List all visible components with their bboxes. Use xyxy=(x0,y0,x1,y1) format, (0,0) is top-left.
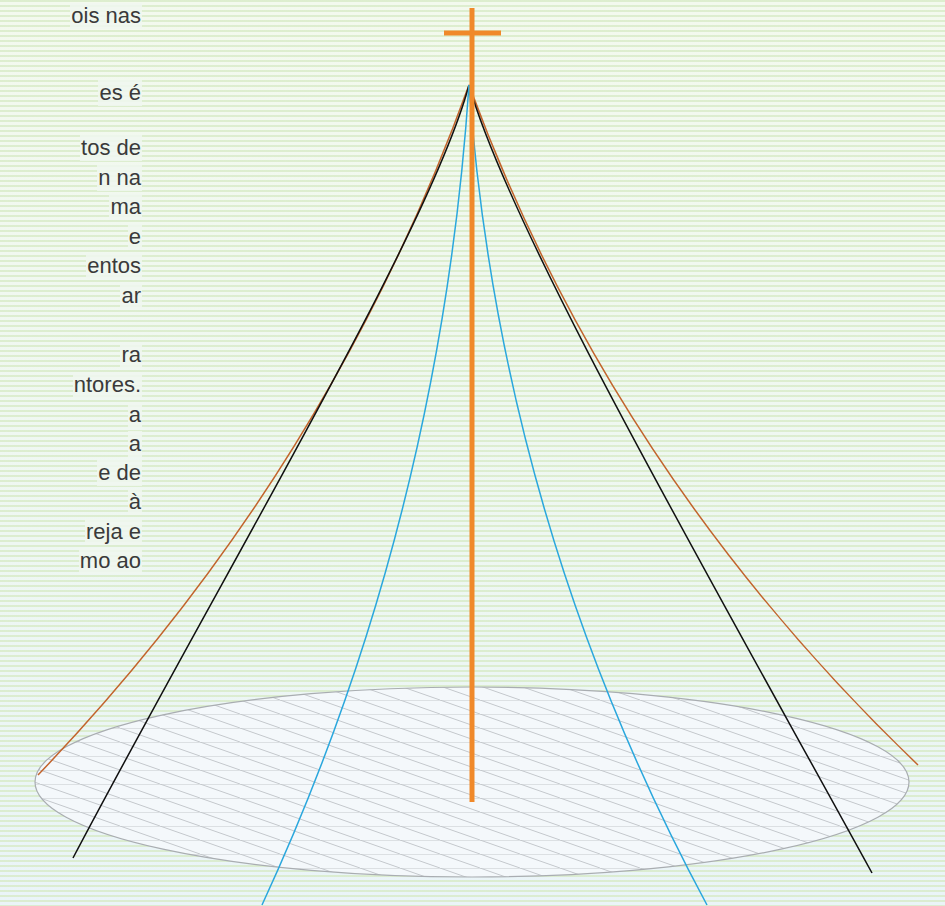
text-fragment: e xyxy=(128,224,142,250)
tent-curves xyxy=(38,85,918,905)
text-fragment: ma xyxy=(109,194,142,220)
cross-mast xyxy=(444,8,501,802)
text-fragment: à xyxy=(128,489,142,515)
text-fragment: entos xyxy=(86,253,142,279)
text-fragment: ntores. xyxy=(73,372,142,398)
text-fragment: ois nas xyxy=(70,3,142,29)
text-fragment: tos de xyxy=(80,135,142,161)
text-fragment: es é xyxy=(98,80,142,106)
base-ellipse xyxy=(30,680,920,880)
text-fragment: ra xyxy=(120,342,142,368)
text-fragment: reja e xyxy=(85,519,142,545)
text-fragment: n na xyxy=(97,165,142,191)
text-fragment: mo ao xyxy=(79,548,142,574)
text-fragment: ar xyxy=(120,283,142,309)
text-fragment: a xyxy=(128,431,142,457)
text-fragment: e de xyxy=(97,460,142,486)
text-fragment: a xyxy=(128,402,142,428)
